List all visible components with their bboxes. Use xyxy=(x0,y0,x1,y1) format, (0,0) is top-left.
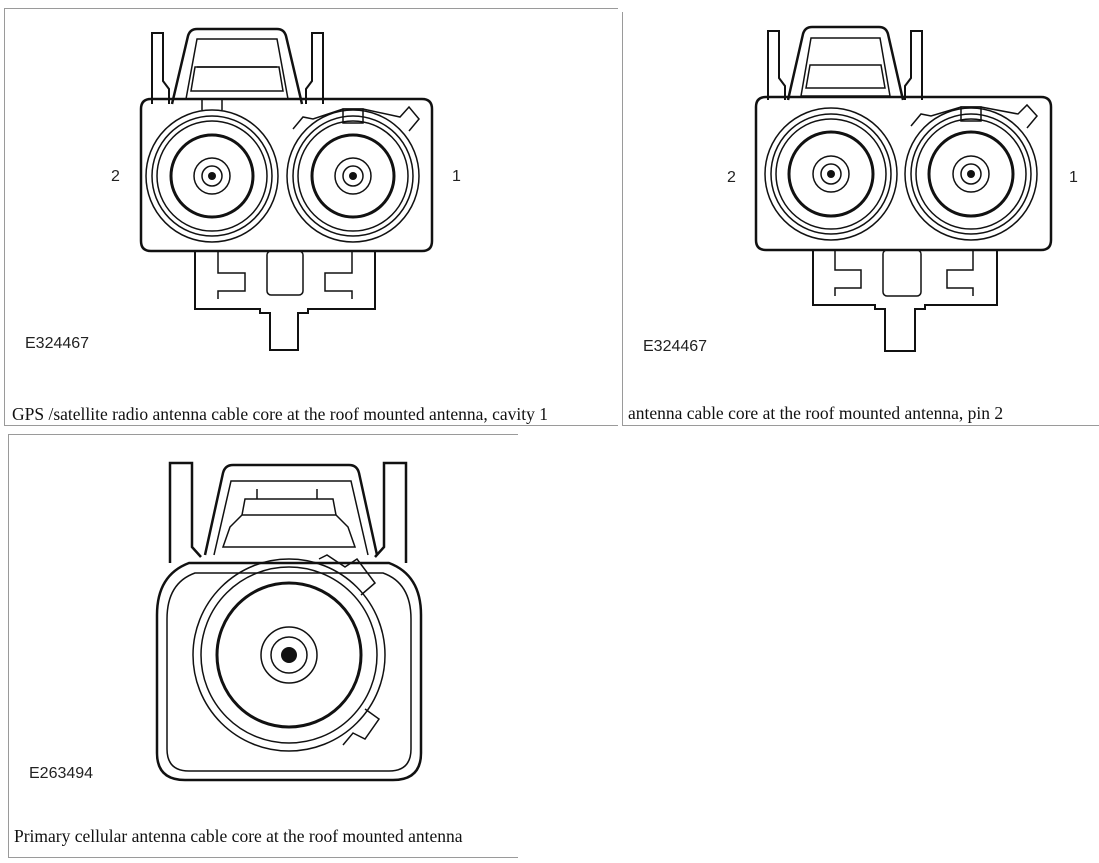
cavity-1 xyxy=(286,105,420,243)
cavity-2 xyxy=(764,107,898,241)
single-way-connector-diagram xyxy=(155,461,423,782)
pin-label-2: 2 xyxy=(111,168,120,185)
caption: GPS /satellite radio antenna cable core … xyxy=(12,404,548,424)
figure-id: E263494 xyxy=(29,765,94,782)
pin-label-2: 2 xyxy=(727,169,736,186)
caption: Primary cellular antenna cable core at t… xyxy=(14,826,463,846)
two-way-connector-diagram: 2 1 xyxy=(111,27,461,351)
caption: antenna cable core at the roof mounted a… xyxy=(628,403,1004,423)
figure-id: E324467 xyxy=(25,335,90,352)
pin-label-1: 1 xyxy=(1069,169,1078,186)
panel-antenna-pin2-connector: 2 1 E324467 antenna cable core at the ro… xyxy=(622,12,1099,426)
figure-id: E324467 xyxy=(643,338,708,355)
cellular-cavity xyxy=(192,554,386,752)
panel-gps-satellite-connector: 2 1 E324467 GPS /satellite radio antenna… xyxy=(4,8,618,426)
pin-label-1: 1 xyxy=(452,168,461,185)
cavity-2 xyxy=(145,99,279,243)
two-way-connector-diagram: 2 1 xyxy=(727,25,1078,352)
panel-cellular-connector: E263494 Primary cellular antenna cable c… xyxy=(8,434,518,858)
cavity-1 xyxy=(904,103,1038,241)
